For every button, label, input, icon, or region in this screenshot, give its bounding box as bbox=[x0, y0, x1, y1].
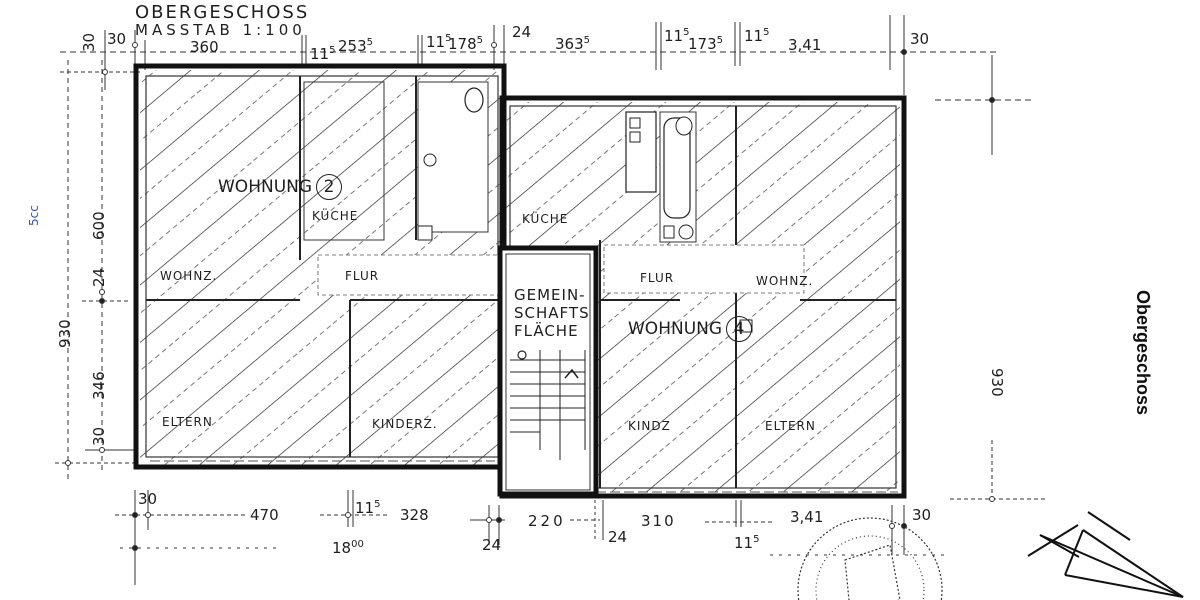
dim-left-2: 930 bbox=[56, 319, 74, 348]
dim-top-9: 115 bbox=[664, 27, 690, 45]
dim-top-13: 30 bbox=[910, 30, 930, 48]
dim-bottom-5: 220 bbox=[528, 512, 566, 530]
dim-right-0: 930 bbox=[988, 368, 1006, 397]
unit-4-number: 4 bbox=[726, 316, 753, 342]
official-stamp bbox=[797, 517, 943, 600]
plan-scale: MASSTAB 1:100 bbox=[135, 21, 306, 39]
dim-bottom-0: 30 bbox=[138, 490, 158, 508]
unit-2-room-kitchen: KÜCHE bbox=[312, 209, 359, 223]
dim-top-1: 30 bbox=[107, 30, 127, 48]
unit-2-room-hallway: FLUR bbox=[345, 269, 380, 283]
unit-4-room-hallway: FLUR bbox=[640, 271, 675, 285]
dim-top-3: 115 bbox=[310, 45, 336, 63]
dimension-lines-right bbox=[935, 55, 1045, 502]
dimension-lines-left bbox=[55, 60, 135, 480]
dim-bottom-4: 24 bbox=[482, 536, 502, 554]
dim-top-4: 2535 bbox=[338, 37, 374, 55]
unit-4-room-children: KINDZ bbox=[628, 419, 671, 433]
stairwell bbox=[497, 245, 599, 497]
dim-bottom-total: 1800 bbox=[332, 539, 364, 557]
dim-top-11: 115 bbox=[744, 27, 770, 45]
dim-left-0: 600 bbox=[90, 211, 108, 240]
dim-bottom-9: 3,41 bbox=[790, 508, 824, 526]
north-arrow-icon bbox=[1027, 511, 1184, 598]
dimension-lines-top bbox=[60, 15, 1000, 95]
unit-2-room-living: WOHNZ. bbox=[160, 269, 218, 283]
dim-top-0: 30 bbox=[80, 32, 98, 52]
dim-left-3: 346 bbox=[90, 371, 108, 400]
dim-top-2: 360 bbox=[190, 38, 219, 56]
unit-4-room-kitchen: KÜCHE bbox=[522, 212, 569, 226]
dim-bottom-10: 30 bbox=[912, 506, 932, 524]
unit-2-room-parents: ELTERN bbox=[162, 415, 213, 429]
dim-left-4: 30 bbox=[90, 426, 108, 446]
dim-bottom-2: 115 bbox=[355, 499, 381, 517]
unit-4-room-parents: ELTERN bbox=[765, 419, 816, 433]
dim-bottom-6: 24 bbox=[608, 528, 628, 546]
dim-bottom-7: 310 bbox=[641, 512, 676, 530]
dim-top-8: 3635 bbox=[555, 35, 591, 53]
dim-top-12: 3,41 bbox=[788, 36, 822, 54]
unit-4-room-living: WOHNZ. bbox=[756, 274, 814, 288]
dim-bottom-8: 115 bbox=[734, 534, 760, 552]
dim-top-6: 1785 bbox=[448, 35, 484, 53]
plan-title: OBERGESCHOSS bbox=[135, 2, 310, 23]
side-title: Obergeschoss bbox=[1133, 290, 1153, 416]
pencil-note: 5cc bbox=[27, 205, 41, 226]
dim-top-10: 1735 bbox=[688, 35, 724, 53]
dim-bottom-1: 470 bbox=[250, 506, 279, 524]
common-area-label: GEMEIN- SCHAFTS FLÄCHE bbox=[514, 286, 590, 340]
dim-top-7: 24 bbox=[512, 23, 532, 41]
dimension-lines-bottom bbox=[115, 490, 950, 585]
building-left-wing bbox=[133, 63, 507, 470]
dim-top-5: 115 bbox=[426, 33, 452, 51]
unit-2-number: 2 bbox=[316, 174, 343, 200]
dim-left-1: 24 bbox=[90, 267, 108, 287]
unit-2-room-children: KINDERZ. bbox=[372, 417, 438, 431]
dim-bottom-3: 328 bbox=[400, 506, 429, 524]
